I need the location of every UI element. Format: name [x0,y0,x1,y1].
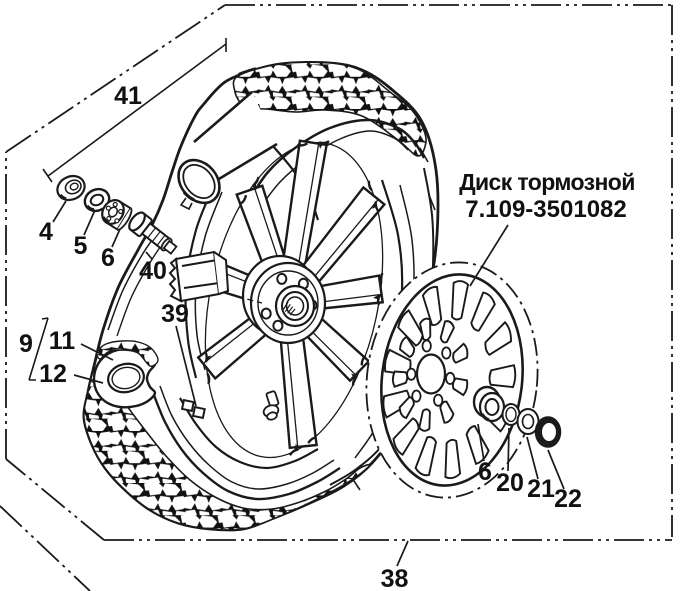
svg-text:22: 22 [554,485,582,513]
svg-text:12: 12 [39,360,67,388]
svg-text:5: 5 [74,232,88,260]
svg-text:38: 38 [381,565,409,591]
svg-text:20: 20 [496,469,524,497]
svg-text:9: 9 [19,330,33,358]
svg-text:39: 39 [161,300,189,328]
svg-text:21: 21 [527,475,555,503]
svg-text:Диск тормозной: Диск тормозной [459,169,635,195]
svg-text:41: 41 [114,82,142,110]
svg-text:4: 4 [39,218,53,246]
svg-text:7.109-3501082: 7.109-3501082 [465,196,626,223]
svg-text:6: 6 [478,458,492,486]
svg-text:11: 11 [49,327,76,355]
svg-text:40: 40 [139,257,167,285]
svg-text:6: 6 [101,244,115,272]
